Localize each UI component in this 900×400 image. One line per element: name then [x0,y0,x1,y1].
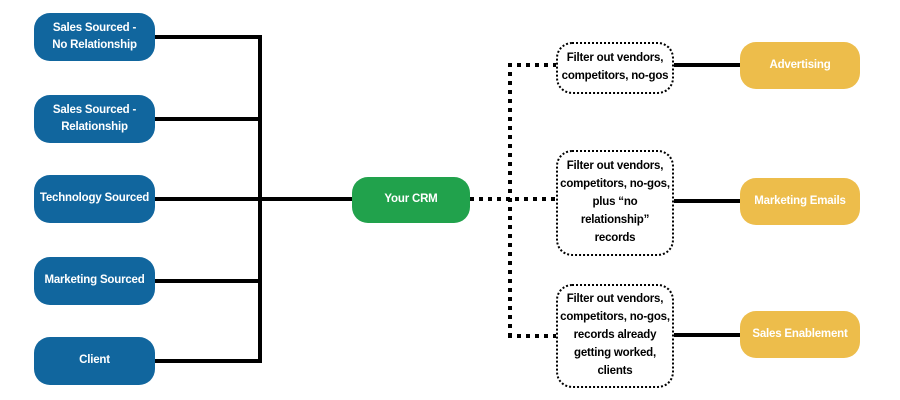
filter-box-label: Filter out vendors, competitors, no-gos,… [560,293,670,377]
connector-source-3 [154,197,262,201]
filter-box-label: Filter out vendors, competitors, no-gos,… [560,160,670,244]
source-node-sales-relationship: Sales Sourced - Relationship [34,95,155,143]
connector-source-1 [154,35,262,39]
output-node-label: Sales Enablement [752,327,848,340]
source-node-marketing-sourced: Marketing Sourced [34,257,155,305]
source-node-sales-no-relationship: Sales Sourced - No Relationship [34,13,155,61]
output-node-sales-enablement: Sales Enablement [740,311,860,358]
source-node-label: Sales Sourced - Relationship [52,103,137,133]
source-node-label: Marketing Sourced [44,274,145,287]
source-node-label: Technology Sourced [39,192,150,205]
source-node-label: Sales Sourced - No Relationship [52,21,137,51]
connector-trunk-to-hub [258,197,352,201]
output-node-label: Marketing Emails [754,194,846,207]
dotted-connector-to-filter-3 [508,334,556,338]
output-node-advertising: Advertising [740,42,860,89]
hub-node-label: Your CRM [384,193,438,206]
filter-box-advertising: Filter out vendors, competitors, no-gos [556,42,674,94]
output-node-label: Advertising [769,58,831,71]
filter-box-marketing-emails: Filter out vendors, competitors, no-gos,… [556,150,674,256]
source-node-technology-sourced: Technology Sourced [34,175,155,223]
connector-source-5 [154,359,262,363]
dotted-connector-trunk-right [508,63,512,338]
filter-box-sales-enablement: Filter out vendors, competitors, no-gos,… [556,284,674,388]
connector-filter-3-to-output [674,333,740,337]
source-node-label: Client [79,354,110,367]
source-node-client: Client [34,337,155,385]
connector-source-4 [154,279,262,283]
hub-node-your-crm: Your CRM [352,177,470,223]
filter-box-label: Filter out vendors, competitors, no-gos [561,52,669,82]
dotted-connector-hub-to-filter-2 [470,197,556,201]
connector-filter-1-to-output [674,63,740,67]
dotted-connector-to-filter-1 [508,63,556,67]
connector-source-2 [154,117,262,121]
connector-filter-2-to-output [674,199,740,203]
output-node-marketing-emails: Marketing Emails [740,178,860,225]
